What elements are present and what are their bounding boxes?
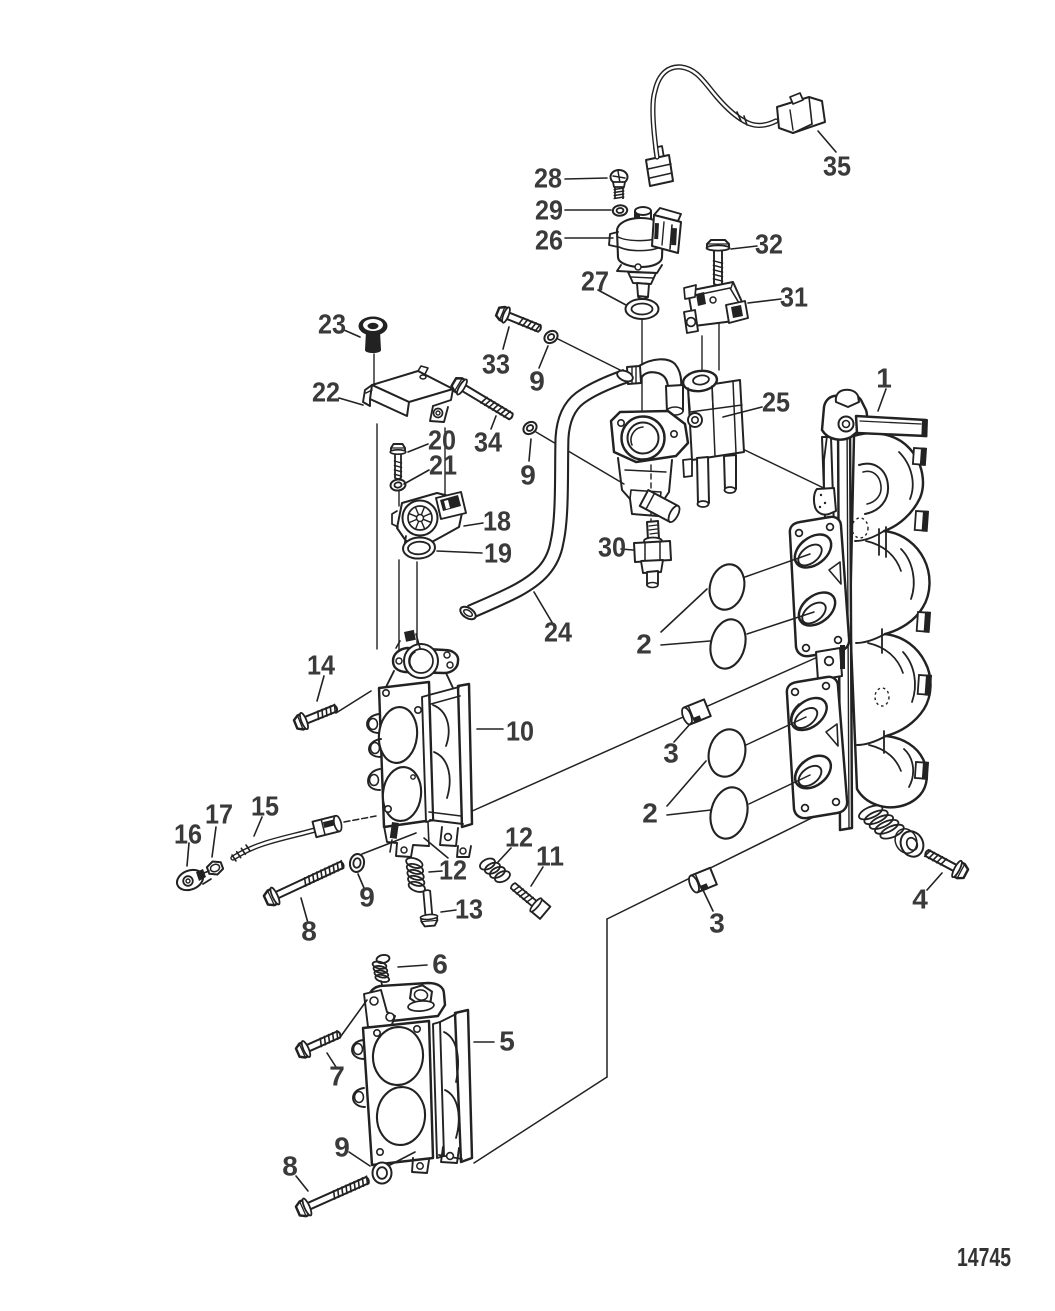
svg-text:23: 23 (318, 309, 346, 340)
svg-text:11: 11 (536, 841, 564, 872)
svg-text:15: 15 (251, 791, 279, 822)
svg-text:14: 14 (307, 650, 335, 681)
svg-text:9: 9 (529, 366, 545, 397)
svg-text:16: 16 (174, 819, 202, 850)
svg-text:12: 12 (439, 855, 467, 886)
svg-text:17: 17 (205, 799, 233, 830)
svg-text:9: 9 (520, 460, 536, 491)
svg-text:18: 18 (483, 506, 511, 537)
svg-text:9: 9 (359, 882, 375, 913)
svg-text:28: 28 (534, 163, 562, 194)
svg-text:34: 34 (474, 427, 502, 458)
svg-text:19: 19 (484, 538, 512, 569)
svg-text:7: 7 (329, 1061, 345, 1092)
svg-text:6: 6 (432, 949, 448, 980)
svg-text:10: 10 (506, 716, 534, 747)
svg-text:27: 27 (581, 266, 609, 297)
svg-text:25: 25 (762, 387, 790, 418)
svg-text:9: 9 (334, 1132, 350, 1163)
svg-text:33: 33 (482, 349, 510, 380)
svg-text:20: 20 (428, 425, 456, 456)
svg-text:30: 30 (598, 532, 626, 563)
svg-text:31: 31 (780, 282, 808, 313)
svg-text:8: 8 (282, 1151, 298, 1182)
svg-text:24: 24 (544, 617, 572, 648)
svg-text:2: 2 (642, 798, 658, 829)
svg-text:8: 8 (301, 916, 317, 947)
svg-text:14745: 14745 (957, 1242, 1011, 1272)
svg-text:32: 32 (755, 229, 783, 260)
svg-text:12: 12 (505, 822, 533, 853)
svg-text:4: 4 (912, 884, 928, 915)
svg-text:21: 21 (429, 450, 457, 481)
svg-text:1: 1 (876, 363, 892, 394)
svg-text:35: 35 (823, 151, 851, 182)
svg-text:13: 13 (455, 894, 483, 925)
svg-text:26: 26 (535, 225, 563, 256)
svg-text:3: 3 (663, 738, 679, 769)
svg-text:5: 5 (499, 1026, 515, 1057)
svg-text:29: 29 (535, 195, 563, 226)
svg-text:22: 22 (312, 377, 340, 408)
svg-text:3: 3 (709, 908, 725, 939)
svg-text:2: 2 (636, 629, 652, 660)
